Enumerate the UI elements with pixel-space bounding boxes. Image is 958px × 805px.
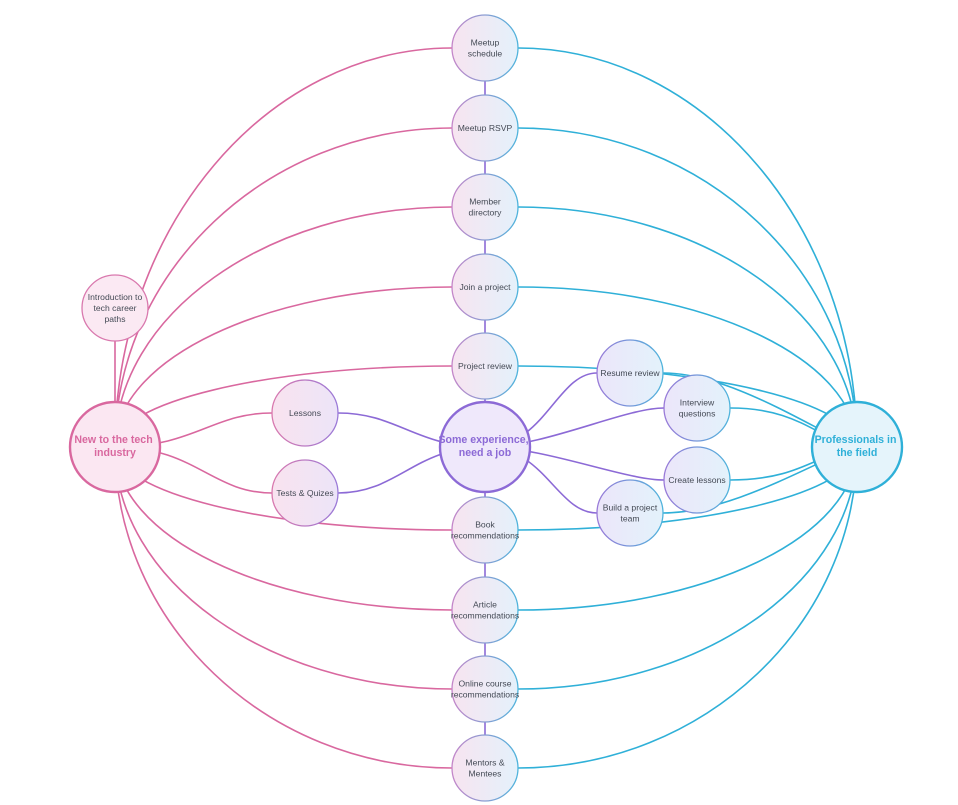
node-label-line: Online course <box>458 679 511 689</box>
edge-left-meetup_sch <box>114 47 453 448</box>
node-label: Mentors &Mentees <box>465 758 504 779</box>
node-circle <box>451 655 519 723</box>
node-label-line: Article <box>473 600 497 610</box>
node-circle <box>451 576 519 644</box>
node-label-line: Project review <box>458 361 513 371</box>
hub-some-experience[interactable]: Some experience, need a job <box>438 400 532 494</box>
hub-new-to-tech[interactable]: New to the tech industry <box>68 400 162 494</box>
node-circle <box>596 339 664 407</box>
node-circle <box>451 734 519 802</box>
node-label-line: Meetup <box>471 38 500 48</box>
svg-text:Professionals in the f: Professionals in the field <box>815 434 900 459</box>
hub-label-line: New to the tech <box>74 434 152 446</box>
node-label: Create lessons <box>668 475 725 485</box>
node-label-line: Introduction to <box>88 292 143 302</box>
node-label-line: Interview <box>680 398 715 408</box>
node-label-line: Book <box>475 520 495 530</box>
node-label-line: Lessons <box>289 408 321 418</box>
edge-left-mentors <box>114 446 453 769</box>
node-circle <box>596 479 664 547</box>
node-circle <box>451 332 519 400</box>
edge-right-mentors <box>517 446 858 769</box>
node-label-line: Tests & Quizes <box>276 488 333 498</box>
node-label: Meetup RSVP <box>458 123 513 133</box>
node-label-line: recommendations <box>451 690 519 700</box>
node-review[interactable]: Project review <box>451 332 519 400</box>
node-circle <box>271 379 339 447</box>
hub-label-line: Professionals in <box>815 434 897 446</box>
node-label-line: Create lessons <box>668 475 725 485</box>
hub-label-line: industry <box>94 447 136 459</box>
node-label-line: Mentees <box>469 769 502 779</box>
node-mentors[interactable]: Mentors &Mentees <box>451 734 519 802</box>
node-resume[interactable]: Resume review <box>596 339 664 407</box>
node-label-line: Member <box>469 197 501 207</box>
hub-label-line: Some experience, <box>438 434 528 446</box>
node-label-line: Resume review <box>600 368 660 378</box>
edge-left-online <box>114 446 453 690</box>
hub-label-line: need a job <box>459 447 512 459</box>
node-label: Project review <box>458 361 513 371</box>
svg-text:Some experience, need: Some experience, need a job <box>438 434 531 459</box>
node-circle <box>271 459 339 527</box>
node-label-line: Meetup RSVP <box>458 123 513 133</box>
node-circle <box>81 274 149 342</box>
node-label-line: recommendations <box>451 531 519 541</box>
node-label-line: team <box>620 514 639 524</box>
node-label-line: tech career <box>94 303 137 313</box>
node-label: Resume review <box>600 368 660 378</box>
node-lessons[interactable]: Lessons <box>271 379 339 447</box>
node-label-line: directory <box>469 208 503 218</box>
edge-right-rsvp <box>517 127 858 448</box>
node-circle <box>451 496 519 564</box>
node-label-line: Join a project <box>459 282 511 292</box>
edge-right-directory <box>517 206 858 448</box>
node-circle <box>663 446 731 514</box>
edge-left-rsvp <box>114 127 453 448</box>
node-label-line: questions <box>679 409 716 419</box>
node-label-line: paths <box>104 314 125 324</box>
node-label-line: Mentors & <box>465 758 504 768</box>
node-join[interactable]: Join a project <box>451 253 519 321</box>
node-tests[interactable]: Tests & Quizes <box>271 459 339 527</box>
node-label: Lessons <box>289 408 321 418</box>
node-circle <box>451 14 519 82</box>
node-create[interactable]: Create lessons <box>663 446 731 514</box>
node-label-line: Build a project <box>603 503 658 513</box>
hub-professionals[interactable]: Professionals in the field <box>810 400 904 494</box>
edge-right-online <box>517 446 858 690</box>
node-circle <box>451 173 519 241</box>
node-circle <box>451 94 519 162</box>
node-rsvp[interactable]: Meetup RSVP <box>451 94 519 162</box>
node-circle <box>451 253 519 321</box>
node-label: Tests & Quizes <box>276 488 333 498</box>
node-label-line: schedule <box>468 49 503 59</box>
hub-label-line: the field <box>837 447 878 459</box>
node-label-line: recommendations <box>451 611 519 621</box>
svg-text:New to the tech indust: New to the tech industry <box>74 434 155 459</box>
node-circle <box>663 374 731 442</box>
edge-right-meetup_sch <box>517 47 858 448</box>
node-label: Join a project <box>459 282 511 292</box>
edge-left-directory <box>114 206 453 448</box>
